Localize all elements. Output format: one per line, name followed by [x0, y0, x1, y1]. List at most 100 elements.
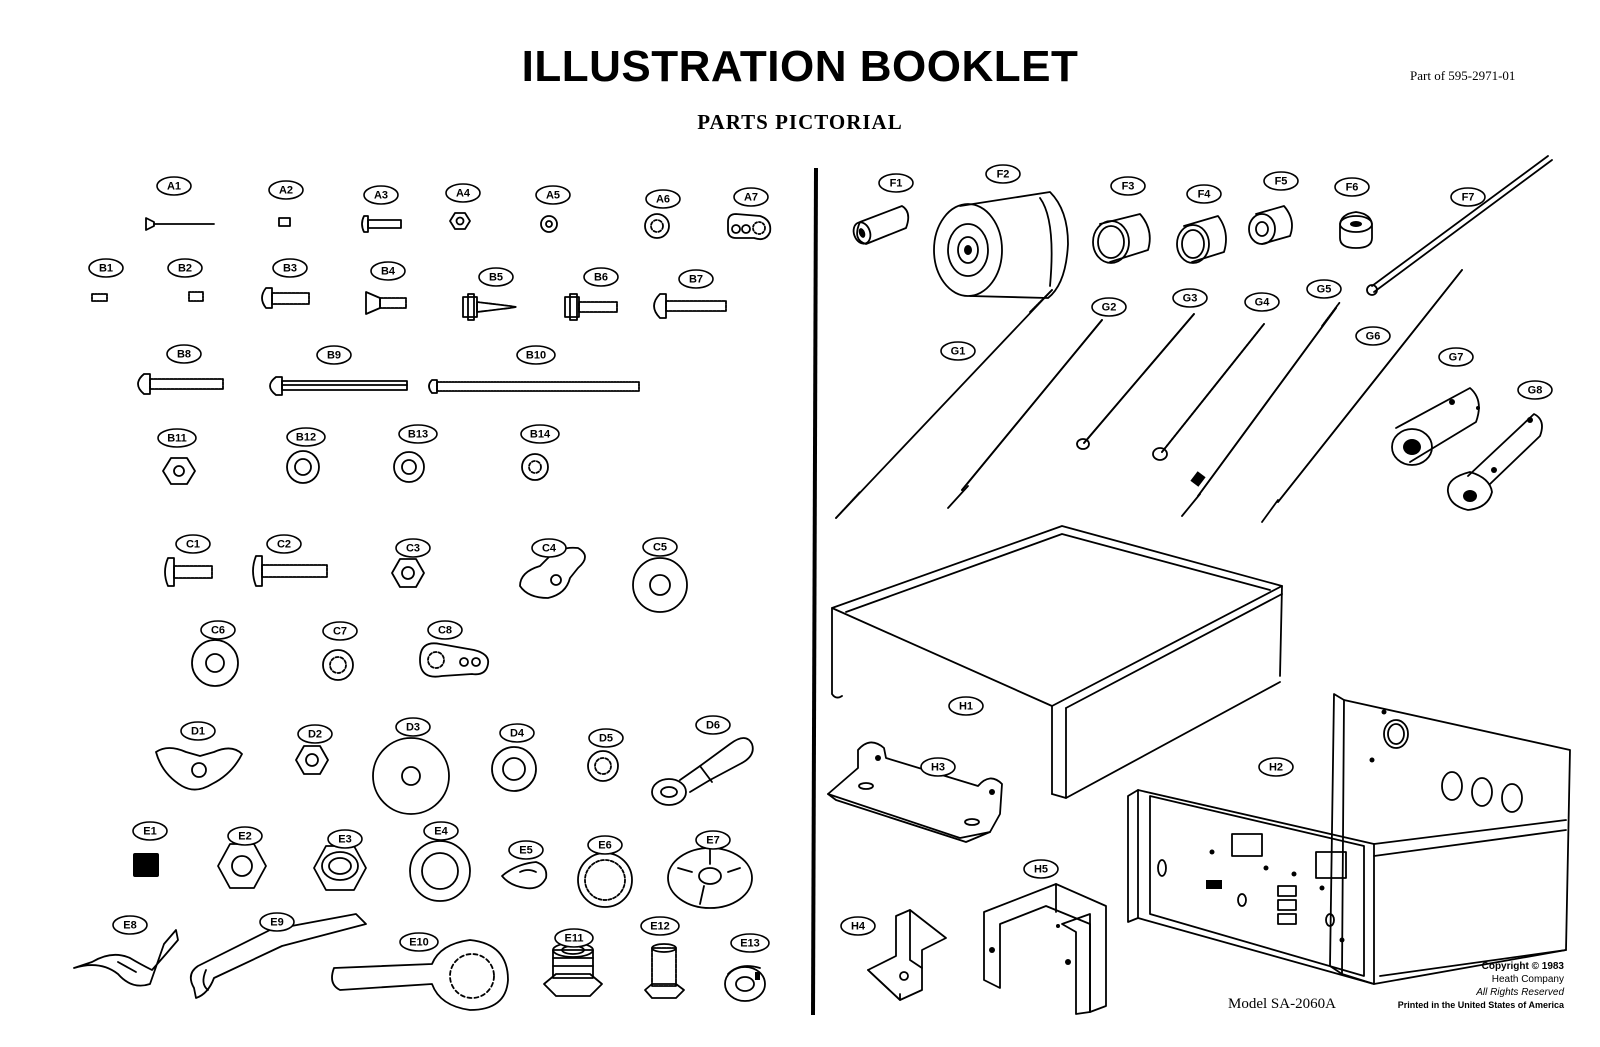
label-text: F4	[1198, 189, 1212, 201]
label-bubble	[940, 341, 976, 361]
label-bubble	[363, 185, 399, 205]
label-bubble	[695, 830, 731, 850]
label-bubble	[920, 757, 956, 777]
label-bubble	[167, 258, 203, 278]
part-label-b11: B11	[157, 428, 197, 448]
label-text: C7	[333, 626, 347, 638]
label-text: E6	[598, 840, 611, 852]
part-label-b5: B5	[478, 267, 514, 287]
part-e7-spring-washer	[667, 847, 753, 909]
copyright-block: Copyright © 1983 Heath Company All Right…	[1380, 960, 1564, 1012]
label-bubble	[878, 173, 914, 193]
part-label-d5: D5	[588, 728, 624, 748]
label-text: A2	[279, 185, 293, 197]
part-b10-threaded-rod	[428, 379, 640, 394]
booklet-title: ILLUSTRATION BOOKLET	[521, 42, 1079, 91]
part-f4-bushing	[1176, 215, 1227, 264]
label-text: B3	[283, 263, 297, 275]
label-bubble	[268, 180, 304, 200]
label-bubble	[730, 933, 770, 953]
part-label-d4: D4	[499, 723, 535, 743]
part-a5-lockwasher	[540, 215, 558, 233]
label-bubble	[520, 424, 560, 444]
label-bubble	[1438, 347, 1474, 367]
part-h5-bracket	[983, 883, 1107, 1015]
label-bubble	[588, 728, 624, 748]
part-e11-bushing	[543, 942, 603, 997]
part-e13-collar	[724, 965, 766, 1002]
part-f5-spacer	[1248, 205, 1293, 245]
part-c6-washer	[191, 639, 239, 687]
part-label-a6: A6	[645, 189, 681, 209]
part-b14-lockwasher	[521, 453, 549, 481]
part-g7-shaft-coupler	[1391, 387, 1480, 466]
label-text: A4	[456, 188, 471, 200]
part-label-e4: E4	[423, 821, 459, 841]
label-text: B7	[689, 274, 703, 286]
label-bubble	[583, 267, 619, 287]
label-text: F5	[1275, 176, 1288, 188]
company-name: Heath Company	[1491, 974, 1564, 985]
part-label-f7: F7	[1450, 187, 1486, 207]
label-text: E11	[565, 933, 584, 945]
label-bubble	[678, 269, 714, 289]
part-a2-setscrew	[278, 217, 291, 227]
part-e4-washer	[409, 840, 471, 902]
part-c8-solder-lug	[419, 642, 490, 678]
label-bubble	[316, 345, 352, 365]
part-c1-screw	[164, 557, 213, 587]
part-g8-shaft-extension	[1447, 413, 1543, 511]
part-label-c6: C6	[200, 620, 236, 640]
label-bubble	[1172, 288, 1208, 308]
label-bubble	[259, 912, 295, 932]
part-b1-setscrew	[91, 293, 108, 302]
part-e9-bracket	[189, 913, 367, 999]
part-label-b9: B9	[316, 345, 352, 365]
label-text: H2	[1269, 762, 1283, 774]
label-bubble	[445, 183, 481, 203]
part-label-g2: G2	[1091, 297, 1127, 317]
part-label-f1: F1	[878, 173, 914, 193]
part-d1-wing-nut	[155, 747, 243, 791]
label-bubble	[272, 258, 308, 278]
label-text: D6	[706, 720, 720, 732]
label-text: B13	[408, 429, 428, 441]
part-a3-screw	[361, 215, 402, 233]
label-text: E5	[519, 845, 532, 857]
part-label-b8: B8	[166, 344, 202, 364]
part-e1-setscrew	[133, 853, 159, 877]
part-label-b1: B1	[88, 258, 124, 278]
part-label-g4: G4	[1244, 292, 1280, 312]
label-text: G2	[1102, 302, 1117, 314]
part-e3-lock-nut	[313, 845, 367, 891]
label-text: E4	[434, 826, 448, 838]
label-text: D2	[308, 729, 322, 741]
part-f2-knob	[933, 191, 1069, 299]
label-text: F6	[1346, 182, 1359, 194]
part-g6-shaft	[1261, 269, 1463, 523]
label-text: C5	[653, 542, 667, 554]
label-text: B2	[178, 263, 192, 275]
part-label-f2: F2	[985, 164, 1021, 184]
label-bubble	[695, 715, 731, 735]
label-text: C3	[406, 543, 420, 555]
part-label-d1: D1	[180, 721, 216, 741]
part-label-b10: B10	[516, 345, 556, 365]
label-bubble	[322, 621, 358, 641]
label-text: B9	[327, 350, 341, 362]
part-label-c5: C5	[642, 537, 678, 557]
part-label-b13: B13	[398, 424, 438, 444]
part-label-b7: B7	[678, 269, 714, 289]
part-label-b2: B2	[167, 258, 203, 278]
part-number: Part of 595-2971-01	[1410, 68, 1516, 83]
label-bubble	[157, 428, 197, 448]
part-b6-hex-screw	[564, 293, 618, 321]
part-label-a4: A4	[445, 183, 481, 203]
label-text: E13	[740, 938, 760, 950]
part-a4-hex-nut	[449, 212, 471, 230]
part-label-a1: A1	[156, 176, 192, 196]
part-label-h4: H4	[840, 916, 876, 936]
label-text: C8	[438, 625, 452, 637]
part-label-b3: B3	[272, 258, 308, 278]
part-e8-spring-clip	[73, 929, 179, 987]
